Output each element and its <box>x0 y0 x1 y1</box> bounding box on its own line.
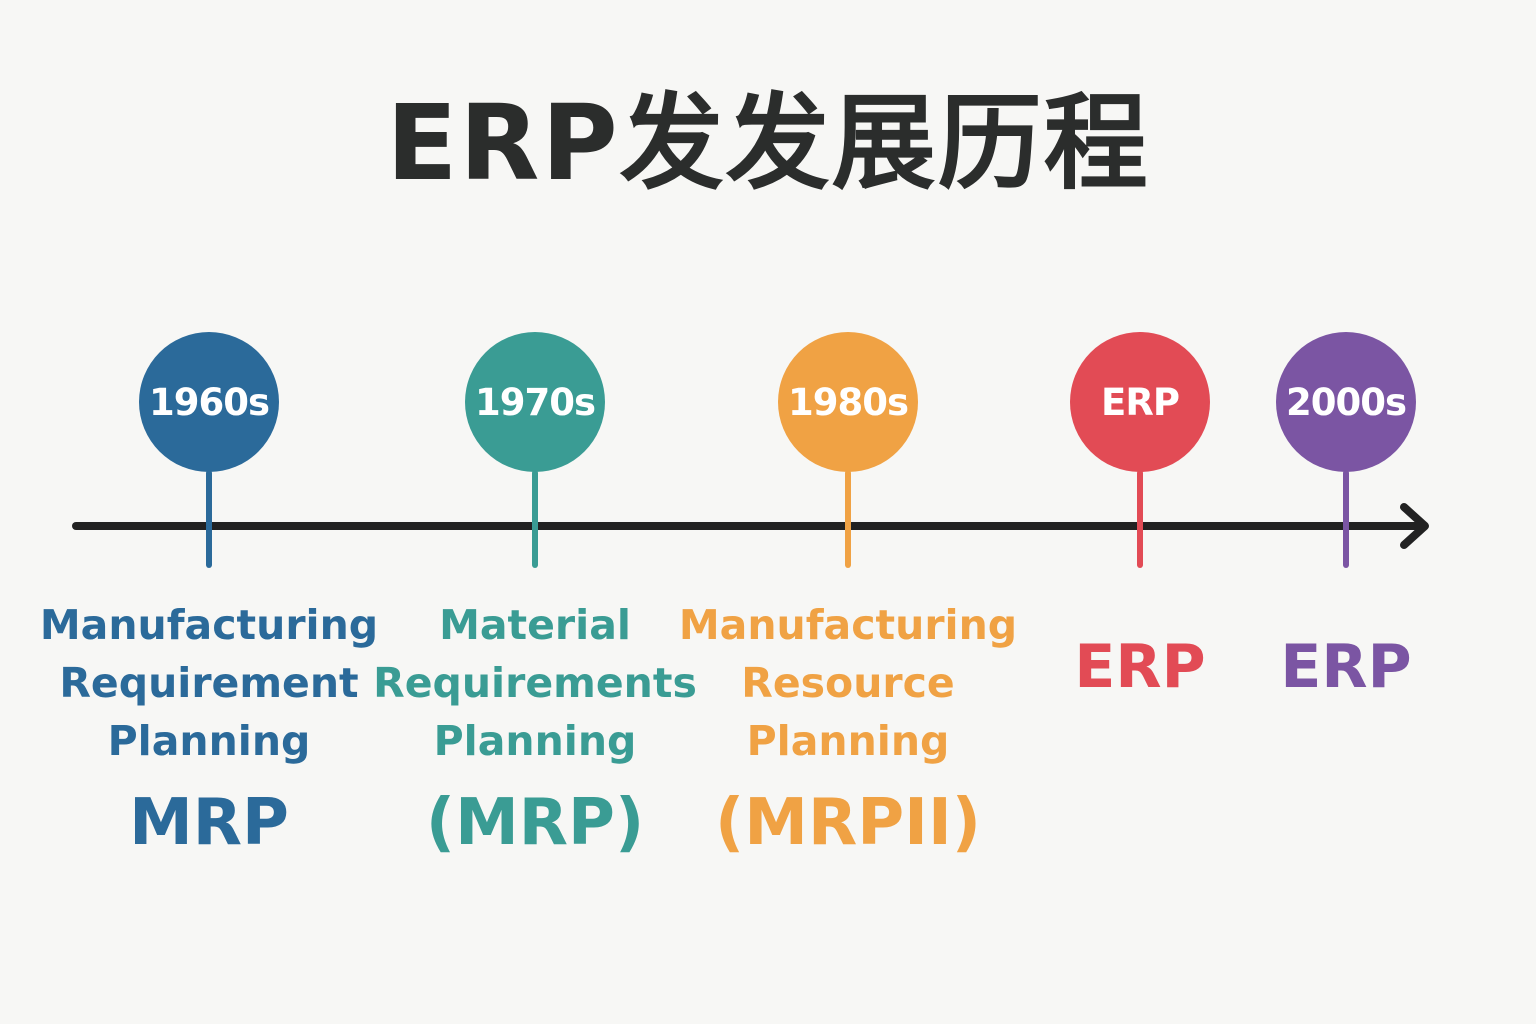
milestone-description: ERP <box>1176 630 1516 704</box>
description-line: Material <box>439 601 631 649</box>
milestone-stem <box>1343 470 1349 568</box>
milestone-abbreviation: (MRPII) <box>715 786 981 860</box>
era-badge: 1960s <box>139 332 279 472</box>
description-line: Resource <box>741 659 955 707</box>
description-line: Planning <box>746 717 950 765</box>
milestone-stem <box>532 470 538 568</box>
description-line: Requirements <box>373 659 697 707</box>
era-badge: ERP <box>1070 332 1210 472</box>
arrow-head-icon <box>1400 503 1429 549</box>
milestone-abbreviation: (MRP) <box>425 786 645 860</box>
milestone-description: Material Requirements Planning (MRP) <box>365 596 705 862</box>
milestone-abbreviation: MRP <box>129 786 289 860</box>
milestone-abbreviation: ERP <box>1280 632 1412 702</box>
page-title: ERP发发展历程 <box>386 82 1150 204</box>
era-badge: 1980s <box>778 332 918 472</box>
description-line: Requirement <box>59 659 359 707</box>
milestone-description: ERP <box>970 630 1310 704</box>
milestone-abbreviation: ERP <box>1074 632 1206 702</box>
milestone-stem <box>206 470 212 568</box>
milestone-description: Manufacturing Resource Planning (MRPII) <box>678 596 1018 862</box>
description-line: Planning <box>107 717 311 765</box>
era-badge: 2000s <box>1276 332 1416 472</box>
milestone-stem <box>1137 470 1143 568</box>
era-badge: 1970s <box>465 332 605 472</box>
description-line: Planning <box>433 717 637 765</box>
milestone-stem <box>845 470 851 568</box>
description-line: Manufacturing <box>678 601 1018 649</box>
milestone-description: Manufacturing Requirement Planning MRP <box>39 596 379 862</box>
description-line: Manufacturing <box>39 601 379 649</box>
